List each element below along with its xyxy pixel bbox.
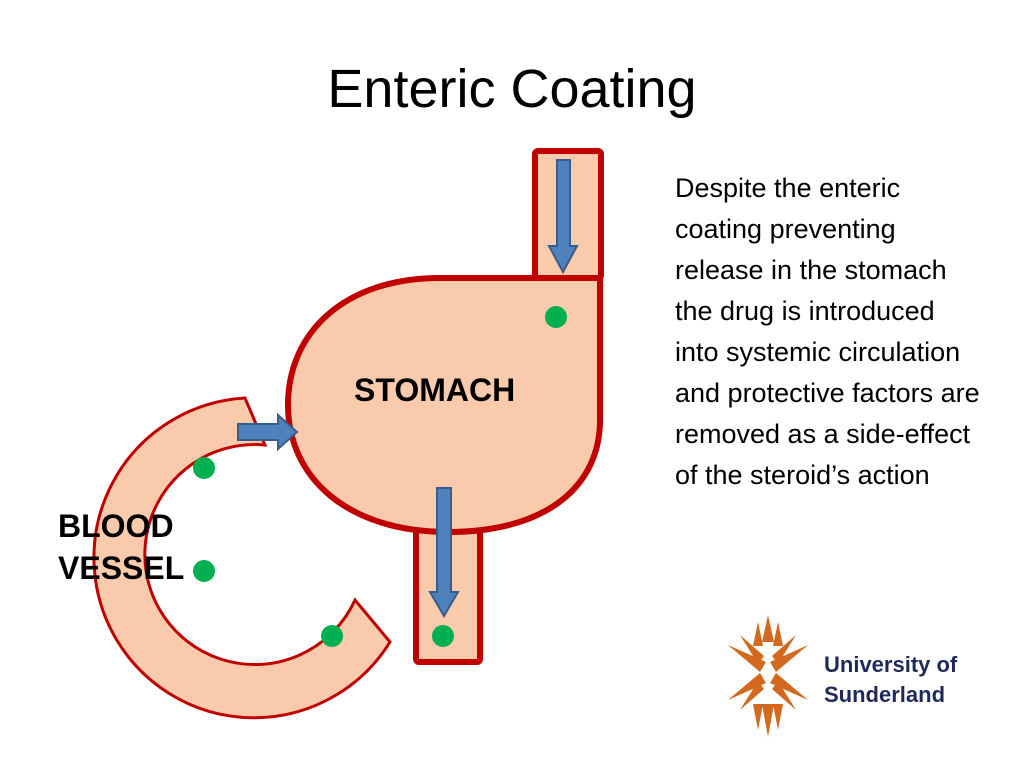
drug-dot: [321, 625, 343, 647]
arrow-down-lower: [428, 487, 460, 618]
blood-vessel-shape: [92, 396, 392, 720]
arrow-down-upper: [547, 159, 579, 275]
blood-vessel-label-line-1: BLOOD: [58, 508, 174, 544]
stomach-shape: [284, 275, 603, 536]
drug-dot: [545, 306, 567, 328]
blood-vessel-label: BLOOD VESSEL: [58, 505, 248, 589]
university-logo-mark: [728, 615, 808, 737]
slide-title: Enteric Coating: [327, 59, 697, 119]
stomach-label: STOMACH: [354, 372, 516, 408]
arrow-right-stomach: [237, 412, 299, 452]
blood-vessel-label-line-2: VESSEL: [58, 550, 185, 586]
logo-line-1: University of: [824, 652, 958, 677]
university-logo-text: University of Sunderland: [824, 650, 957, 710]
drug-dot: [193, 457, 215, 479]
description-text: Despite the enteric coating preventing r…: [675, 173, 980, 490]
drug-dot: [193, 560, 215, 582]
drug-dot: [432, 625, 454, 647]
logo-line-2: Sunderland: [824, 682, 946, 707]
